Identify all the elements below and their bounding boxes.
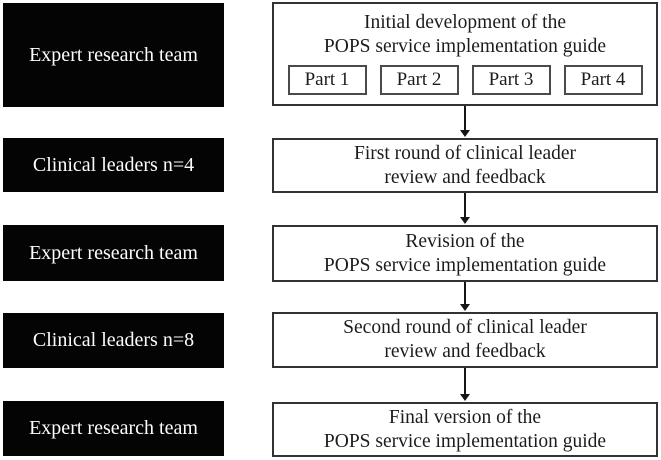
role-box-clinical-leaders-n8: Clinical leaders n=8 bbox=[3, 313, 224, 368]
flow-arrow-2 bbox=[464, 193, 466, 217]
step-text-line: First round of clinical leader bbox=[353, 142, 576, 164]
step-text-line: Revision of the bbox=[405, 230, 525, 252]
role-label: Expert research team bbox=[29, 417, 198, 439]
step-text-line: Final version of the bbox=[388, 406, 542, 428]
step-text-line: review and feedback bbox=[384, 341, 546, 362]
role-label: Expert research team bbox=[29, 43, 198, 66]
flow-arrow-4 bbox=[464, 368, 466, 394]
step-box-final-version: Final version of the POPS service implem… bbox=[272, 402, 658, 457]
step-text-line: Second round of clinical leader bbox=[343, 317, 587, 338]
step-text-line: POPS service implementation guide bbox=[323, 430, 607, 452]
part-box-2: Part 2 bbox=[379, 65, 459, 95]
flow-arrow-3 bbox=[464, 282, 466, 304]
flow-arrow-1 bbox=[464, 106, 466, 130]
role-box-expert-research-team-2: Expert research team bbox=[3, 225, 224, 281]
parts-row: Part 1 Part 2 Part 3 Part 4 bbox=[287, 65, 643, 95]
step-box-initial-development: Initial development of the POPS service … bbox=[272, 2, 658, 106]
step-text-line: review and feedback bbox=[384, 166, 546, 188]
role-box-clinical-leaders-n4: Clinical leaders n=4 bbox=[3, 138, 224, 192]
role-label: Expert research team bbox=[29, 241, 198, 264]
step-box-revision: Revision of the POPS service implementat… bbox=[272, 225, 658, 282]
role-label: Clinical leaders n=8 bbox=[32, 329, 195, 351]
part-box-1: Part 1 bbox=[287, 65, 367, 95]
role-box-expert-research-team-3: Expert research team bbox=[3, 401, 224, 456]
step-box-first-round-review: First round of clinical leader review an… bbox=[272, 138, 658, 193]
step-text-line: POPS service implementation guide bbox=[323, 36, 607, 57]
step-box-second-round-review: Second round of clinical leader review a… bbox=[272, 312, 658, 368]
role-box-expert-research-team-1: Expert research team bbox=[3, 3, 224, 107]
step-text-line: POPS service implementation guide bbox=[323, 254, 607, 276]
part-box-4: Part 4 bbox=[563, 65, 643, 95]
part-box-3: Part 3 bbox=[471, 65, 551, 95]
step-text-line: Initial development of the bbox=[364, 12, 566, 33]
role-label: Clinical leaders n=4 bbox=[32, 153, 195, 176]
